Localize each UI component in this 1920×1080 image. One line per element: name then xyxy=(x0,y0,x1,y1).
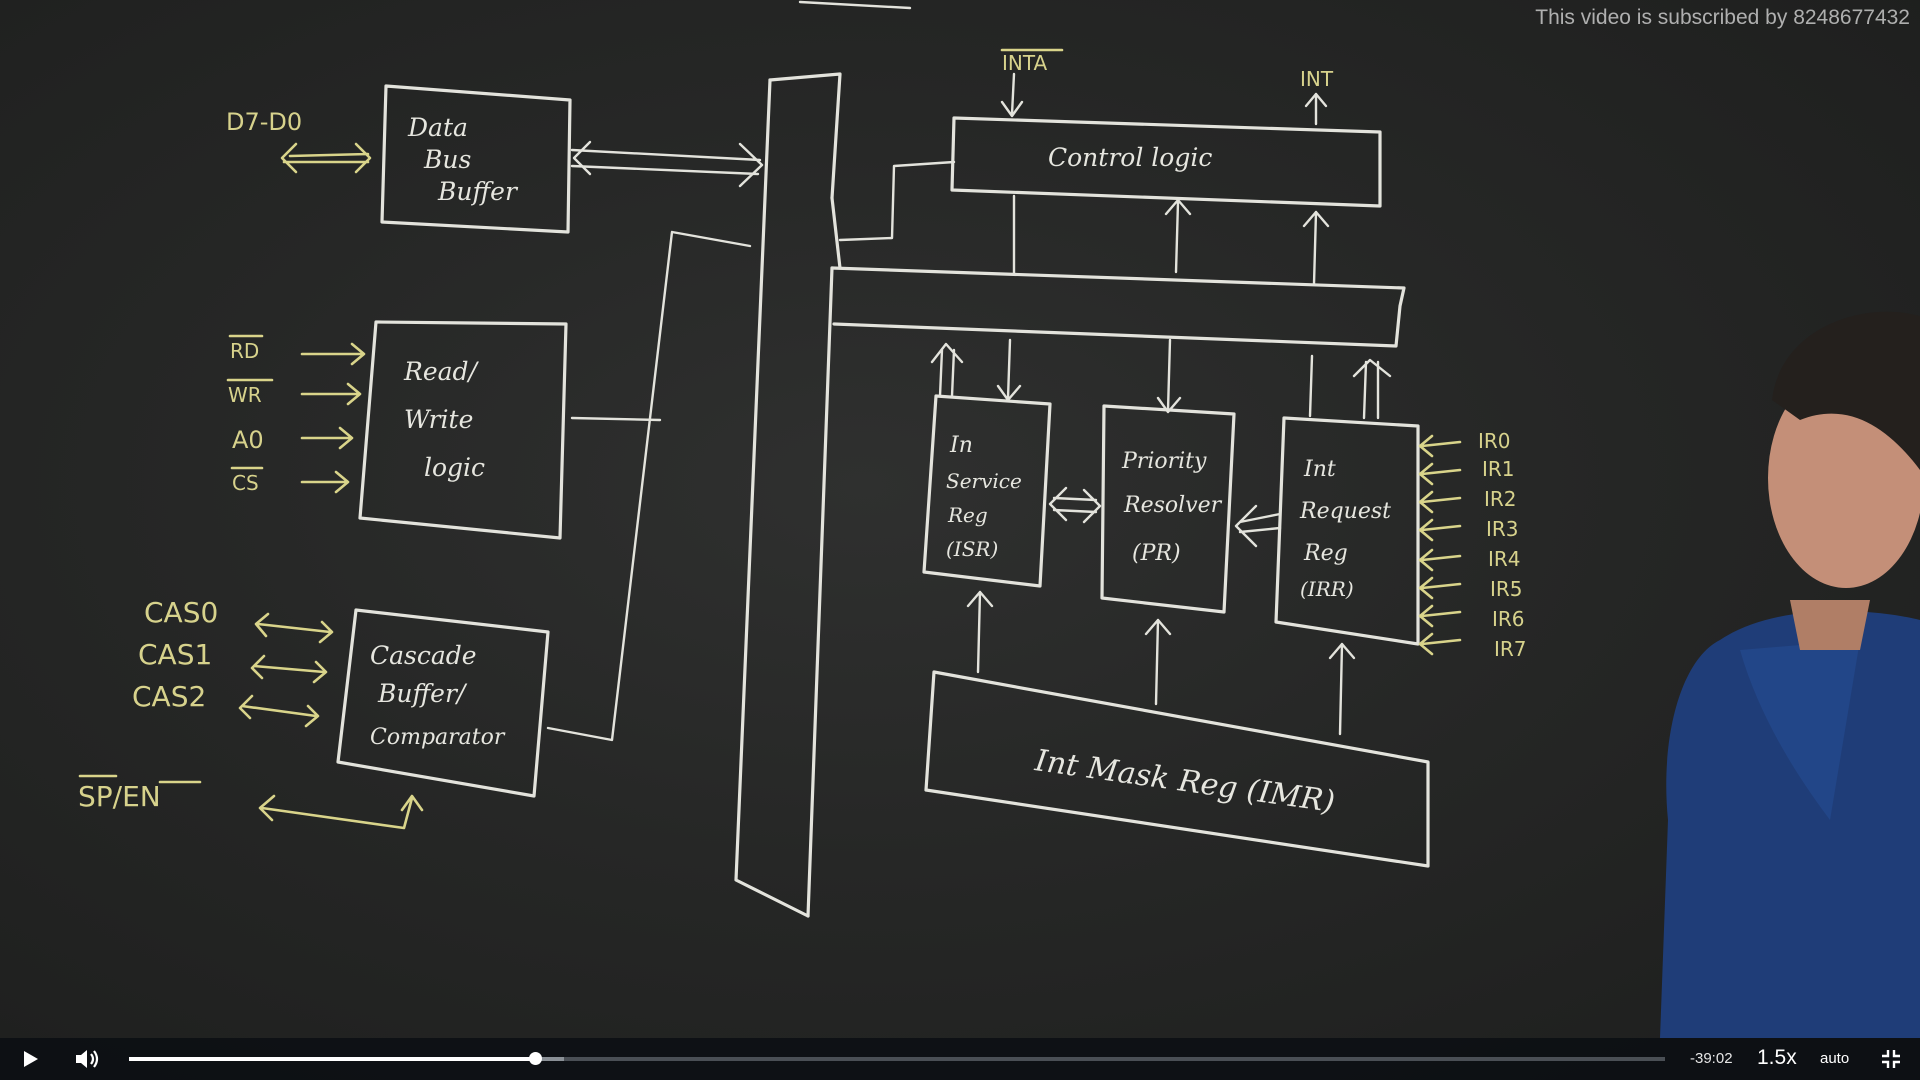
ir1-label: IR1 xyxy=(1482,457,1515,481)
cascade-label-1: Cascade xyxy=(370,641,477,670)
isr-label-1: In xyxy=(949,433,973,458)
rw-logic-label-1: Read/ xyxy=(403,357,480,386)
rw-logic-label-3: logic xyxy=(424,453,485,482)
playback-speed-button[interactable]: 1.5x xyxy=(1757,1046,1797,1069)
rd-label: RD xyxy=(230,339,259,363)
time-remaining: -39:02 xyxy=(1690,1050,1733,1067)
data-bus-buffer-box xyxy=(380,84,572,234)
cascade-label-3: Comparator xyxy=(370,725,506,750)
isr-box xyxy=(922,394,1052,588)
video-controls-bar: -39:02 1.5x auto xyxy=(0,1038,1920,1080)
rw-logic-label-2: Write xyxy=(404,405,473,434)
pr-box xyxy=(1100,404,1236,614)
volume-button[interactable] xyxy=(72,1046,102,1072)
ir6-label: IR6 xyxy=(1492,607,1525,631)
exit-fullscreen-icon xyxy=(1882,1050,1900,1068)
sp-en-label: SP/EN xyxy=(78,780,161,813)
play-icon xyxy=(24,1051,38,1067)
irr-label-2: Request xyxy=(1299,499,1391,524)
cas0-label: CAS0 xyxy=(144,596,218,629)
played-bar xyxy=(129,1057,535,1061)
cas2-label: CAS2 xyxy=(132,680,206,713)
cas1-label: CAS1 xyxy=(138,638,212,671)
irr-label-3: Reg xyxy=(1303,541,1348,566)
exit-fullscreen-button[interactable] xyxy=(1880,1048,1902,1070)
isr-label-3: Reg xyxy=(947,503,988,527)
control-logic-label: Control logic xyxy=(1048,143,1212,172)
ir7-label: IR7 xyxy=(1494,637,1527,661)
cs-label: CS xyxy=(232,471,259,495)
cascade-buffer-box xyxy=(336,608,550,798)
ir0-label: IR0 xyxy=(1478,429,1511,453)
ir4-label: IR4 xyxy=(1488,547,1521,571)
control-logic-box xyxy=(950,116,1382,208)
a0-label: A0 xyxy=(232,426,264,454)
pr-label-3: (PR) xyxy=(1132,541,1181,566)
isr-label-4: (ISR) xyxy=(946,537,998,561)
progress-handle[interactable] xyxy=(528,1052,542,1065)
irr-label-4: (IRR) xyxy=(1300,577,1354,601)
imr-box xyxy=(924,670,1430,868)
inta-label: INTA xyxy=(1002,51,1048,75)
ir2-label: IR2 xyxy=(1484,487,1517,511)
pr-label-1: Priority xyxy=(1121,449,1207,474)
data-bus-buffer-label-3: Buffer xyxy=(437,177,519,206)
irr-label-1: Int xyxy=(1303,457,1336,482)
isr-label-2: Service xyxy=(946,469,1022,493)
wr-label: WR xyxy=(228,383,262,407)
data-lines-label: D7-D0 xyxy=(226,108,302,136)
subscription-watermark: This video is subscribed by 8248677432 xyxy=(1535,6,1910,29)
irr-box xyxy=(1274,416,1420,646)
pr-label-2: Resolver xyxy=(1123,493,1223,518)
cascade-label-2: Buffer/ xyxy=(377,679,468,708)
read-write-logic-box xyxy=(358,320,568,540)
progress-bar[interactable] xyxy=(129,1057,1665,1061)
ir5-label: IR5 xyxy=(1490,577,1523,601)
play-button[interactable] xyxy=(18,1048,42,1070)
volume-icon xyxy=(76,1050,99,1068)
data-bus-buffer-label-2: Bus xyxy=(423,145,471,174)
int-label: INT xyxy=(1300,67,1334,91)
ir3-label: IR3 xyxy=(1486,517,1519,541)
quality-button[interactable]: auto xyxy=(1820,1050,1850,1067)
data-bus-buffer-label-1: Data xyxy=(407,113,468,142)
